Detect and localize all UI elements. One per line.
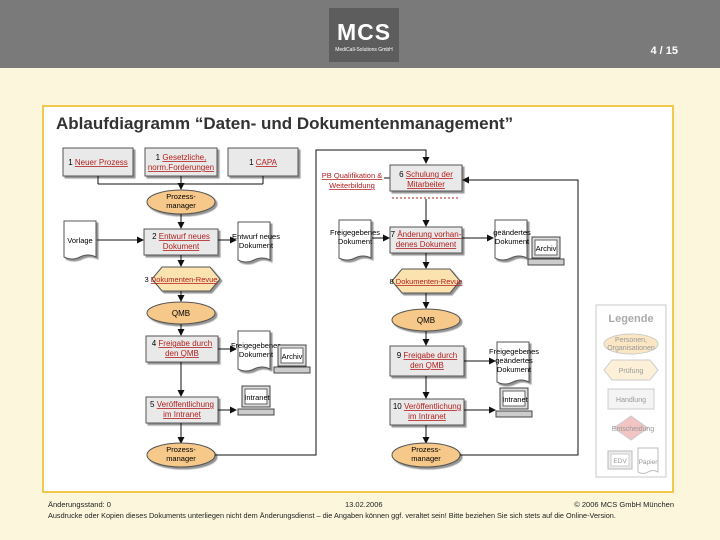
svg-text:Prozess-: Prozess- (411, 445, 441, 454)
svg-text:Freigegebenes: Freigegebenes (330, 228, 380, 237)
doc-freigegebenes-dokument-left: Freigegebenes Dokument (231, 330, 281, 372)
ellipse-prozessmanager-top: Prozess- manager (146, 189, 216, 215)
svg-text:7 Änderung vorhan-: 7 Änderung vorhan- (391, 230, 462, 239)
box-freigabe-durch-qmb-right: 9 Freigabe durch den QMB (389, 345, 465, 377)
logo-subtitle: MediCall-Solutions GmbH (335, 47, 393, 53)
hexagon-dokumenten-revue-left: 3 Dokumenten-Revue (145, 266, 221, 292)
computer-archiv-left-icon: Archiv (273, 344, 311, 374)
svg-text:Dokument: Dokument (163, 242, 200, 251)
svg-text:Dokument: Dokument (338, 237, 373, 246)
legend-title: Legende (608, 313, 653, 325)
box-gesetzliche-forderungen: 1 Gesetzliche, norm.Forderungen (144, 147, 218, 177)
svg-text:Entscheidung: Entscheidung (612, 426, 655, 433)
header-bar: MCS MediCall-Solutions GmbH 4 / 15 (0, 0, 720, 68)
svg-text:Vorlage: Vorlage (67, 236, 92, 245)
box-aenderung-vorhandenes-dokument: 7 Änderung vorhan- denes Dokument (389, 226, 463, 254)
svg-text:Organisationen: Organisationen (607, 345, 655, 352)
page-number: 4 / 15 (650, 45, 678, 57)
svg-text:2 Entwurf neues: 2 Entwurf neues (152, 232, 210, 241)
mcs-logo: MCS MediCall-Solutions GmbH (329, 8, 399, 62)
svg-text:Papier: Papier (639, 459, 659, 466)
svg-text:manager: manager (411, 454, 441, 463)
svg-text:3 Dokumenten-Revue: 3 Dokumenten-Revue (145, 275, 218, 284)
svg-text:Intranet: Intranet (502, 395, 528, 404)
ellipse-qmb-left: QMB (146, 301, 216, 325)
svg-text:1 Neuer Prozess: 1 Neuer Prozess (68, 158, 128, 167)
box-veroeffentlichung-left: 5 Veröffentlichung im Intranet (145, 396, 219, 424)
page-title: Ablaufdiagramm “Daten- und Dokumentenman… (56, 114, 514, 133)
svg-text:6 Schulung der: 6 Schulung der (399, 170, 453, 179)
svg-text:im Intranet: im Intranet (163, 410, 202, 419)
doc-vorlage: Vorlage (63, 220, 97, 260)
svg-text:Mitarbeiter: Mitarbeiter (407, 180, 445, 189)
svg-text:1 CAPA: 1 CAPA (249, 158, 278, 167)
footer-aenderungsstand: Änderungsstand: 0 (48, 500, 111, 509)
doc-geaendertes-dokument: geändertes Dokument (493, 219, 531, 261)
svg-text:QMB: QMB (172, 309, 190, 318)
footer-datum: 13.02.2006 (345, 500, 383, 509)
svg-text:geändertes: geändertes (495, 356, 533, 365)
box-entwurf-neues-dokument: 2 Entwurf neues Dokument (143, 228, 219, 256)
svg-text:manager: manager (166, 201, 196, 210)
svg-text:Dokument: Dokument (239, 350, 274, 359)
computer-intranet-left-icon: Intranet (237, 385, 275, 416)
logo-text: MCS (336, 19, 392, 45)
box-freigabe-durch-qmb-left: 4 Freigabe durch den QMB (145, 335, 219, 363)
ellipse-qmb-right: QMB (391, 308, 461, 332)
svg-text:denes Dokument: denes Dokument (396, 240, 457, 249)
svg-text:9 Freigabe durch: 9 Freigabe durch (397, 351, 457, 360)
svg-text:QMB: QMB (417, 316, 435, 325)
svg-text:1 Gesetzliche,: 1 Gesetzliche, (156, 153, 207, 162)
svg-text:10 Veröffentlichung: 10 Veröffentlichung (393, 402, 461, 411)
hexagon-dokumenten-revue-right: 8 Dokumenten-Revue (390, 268, 463, 294)
svg-text:4 Freigabe durch: 4 Freigabe durch (152, 339, 212, 348)
box-capa: 1 CAPA (227, 147, 299, 177)
svg-text:Handlung: Handlung (616, 397, 646, 404)
ellipse-prozessmanager-bottom-left: Prozess- manager (146, 442, 216, 468)
footer-copyright: © 2006 MCS GmbH München (574, 500, 674, 509)
pb-weiterbildung-label: Weiterbildung (329, 181, 375, 190)
box-schulung-mitarbeiter: 6 Schulung der Mitarbeiter (389, 164, 463, 199)
svg-text:Freigegebenes: Freigegebenes (489, 347, 539, 356)
svg-text:den QMB: den QMB (165, 349, 199, 358)
svg-text:Intranet: Intranet (244, 393, 270, 402)
footer-hinweis: Ausdrucke oder Kopien dieses Dokuments u… (48, 511, 616, 520)
svg-text:Dokument: Dokument (495, 237, 530, 246)
doc-freigegebenes-dokument-right: Freigegebenes Dokument (330, 219, 380, 261)
svg-text:EDV: EDV (613, 458, 627, 465)
ellipse-prozessmanager-bottom-right: Prozess- manager (391, 442, 461, 468)
svg-text:Dokument: Dokument (497, 365, 532, 374)
svg-text:geändertes: geändertes (493, 228, 531, 237)
svg-text:Archiv: Archiv (282, 352, 303, 361)
pb-qualifikation-label: PB Qualifikation & (322, 171, 382, 180)
doc-freigegebenes-geaendertes-dokument: Freigegebenes geändertes Dokument (489, 341, 539, 385)
svg-text:norm.Forderungen: norm.Forderungen (148, 163, 214, 172)
box-veroeffentlichung-right: 10 Veröffentlichung im Intranet (389, 398, 465, 426)
svg-text:8 Dokumenten-Revue: 8 Dokumenten-Revue (390, 277, 463, 286)
svg-text:Prozess-: Prozess- (166, 445, 196, 454)
svg-text:Archiv: Archiv (536, 244, 557, 253)
box-neuer-prozess: 1 Neuer Prozess (62, 147, 134, 177)
svg-text:Freigegebenes: Freigegebenes (231, 341, 281, 350)
svg-text:Entwurf neues: Entwurf neues (232, 232, 280, 241)
svg-text:Prüfung: Prüfung (619, 368, 644, 375)
svg-text:Dokument: Dokument (239, 241, 274, 250)
svg-text:Prozess-: Prozess- (166, 192, 196, 201)
legend-panel: Legende Personen, Organisationen Prüfung… (595, 304, 667, 478)
svg-text:den QMB: den QMB (410, 361, 444, 370)
svg-text:manager: manager (166, 454, 196, 463)
computer-archiv-right-icon: Archiv (527, 236, 565, 266)
doc-entwurf-neues-dokument: Entwurf neues Dokument (232, 221, 280, 263)
svg-text:5 Veröffentlichung: 5 Veröffentlichung (150, 400, 214, 409)
computer-intranet-right-icon: Intranet (495, 387, 533, 418)
svg-text:Personen,: Personen, (615, 337, 647, 344)
svg-text:im Intranet: im Intranet (408, 412, 447, 421)
